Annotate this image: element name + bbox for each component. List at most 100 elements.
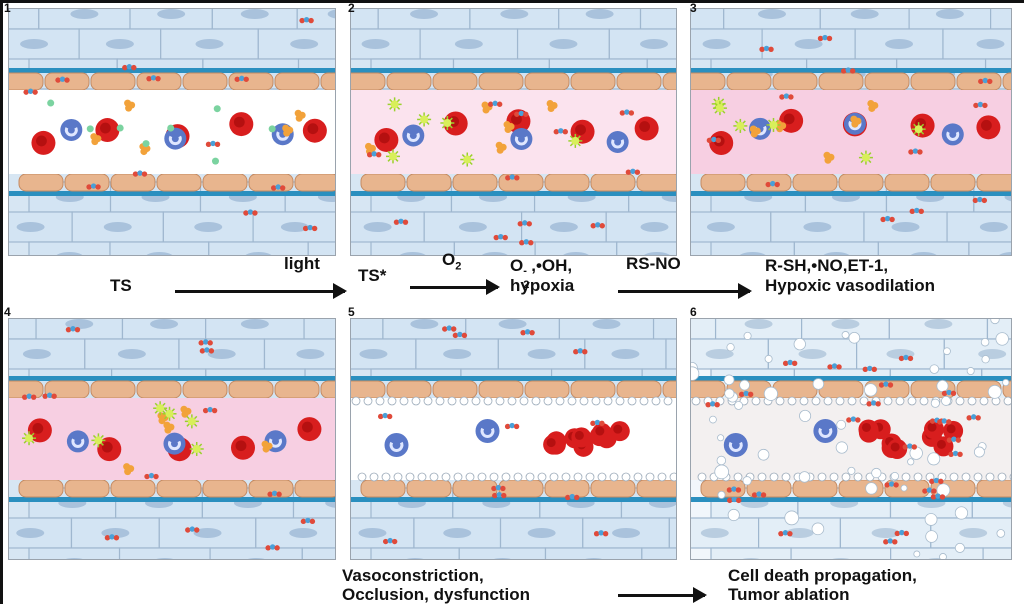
molecule-o (714, 402, 719, 407)
damaged-cell-bubble (544, 397, 552, 405)
cell-nucleus (358, 528, 386, 538)
molecule-o (912, 444, 917, 449)
molecule-o (514, 112, 519, 117)
cell-nucleus (980, 222, 1008, 232)
photosensitizer-dot (143, 140, 150, 147)
tissue-cell (9, 9, 39, 29)
tissue-cell (351, 319, 383, 339)
molecule-n (203, 339, 208, 344)
damaged-cell-bubble (478, 473, 486, 481)
endothelial-cell-top (321, 73, 335, 90)
red-blood-cell-center (547, 438, 556, 447)
endothelial-cell-top (229, 381, 273, 398)
molecule-o (55, 77, 60, 82)
star-core (94, 436, 102, 444)
photosensitizer-dot (167, 125, 174, 132)
molecule-o (895, 531, 900, 536)
molecule-n (624, 109, 629, 114)
label-rsh-line1: R-SH,•NO,ET-1, (765, 256, 888, 276)
photosensitizer-star (440, 116, 454, 130)
endothelial-cell-bottom (295, 480, 335, 497)
molecule-o (917, 149, 922, 154)
photosensitizer-star (91, 433, 105, 447)
damaged-cell-bubble (908, 397, 916, 405)
cell-nucleus (549, 39, 577, 49)
molecule-n (270, 544, 275, 549)
molecule-o (23, 89, 28, 94)
endothelial-cell-bottom (19, 480, 63, 497)
label-o2-subscript: 2 (455, 260, 461, 272)
molecule-o (783, 361, 788, 366)
molecule-o (403, 219, 408, 224)
molecule-o (850, 68, 855, 73)
molecule-n (951, 437, 956, 442)
molecule-o (563, 129, 568, 134)
damaged-cell-bubble (848, 397, 856, 405)
endothelial-cell-top (571, 73, 615, 90)
cell-nucleus (499, 319, 527, 329)
molecule-o (155, 76, 160, 81)
label-ros-o: O (510, 256, 523, 275)
cell-nucleus (500, 9, 528, 19)
red-blood-cell-center (302, 422, 313, 433)
white-blood-cell (607, 131, 629, 153)
cell-nucleus (195, 39, 223, 49)
cell-nucleus (23, 349, 51, 359)
photosensitizer-dot (212, 158, 219, 165)
damaged-cell-bubble (920, 397, 928, 405)
molecule-o (855, 417, 860, 422)
molecule-n (784, 93, 789, 98)
tissue-cell (459, 548, 545, 559)
white-blood-cell (724, 433, 748, 457)
arrow-light (175, 290, 345, 293)
molecule-o (930, 418, 935, 423)
molecule-o (244, 77, 249, 82)
molecule-n (907, 443, 912, 448)
tissue-cell (302, 548, 335, 559)
basement-membrane-top (9, 68, 335, 73)
molecule-o (778, 531, 783, 536)
molecule-o (303, 226, 308, 231)
damaged-cell-bubble (538, 473, 546, 481)
molecule-o (908, 356, 913, 361)
red-blood-cell-center (595, 427, 604, 436)
molecule-o (462, 333, 467, 338)
ablated-cell-bubble (991, 319, 1000, 324)
cell-nucleus (241, 9, 269, 19)
damaged-cell-bubble (634, 473, 642, 481)
cell-nucleus (586, 9, 614, 19)
molecule-n (304, 17, 309, 22)
star-core (389, 152, 397, 160)
ablated-cell-bubble (1003, 379, 1009, 385)
ablated-cell-bubble (914, 551, 920, 557)
endothelial-cell-bottom (977, 174, 1011, 191)
damaged-cell-bubble (562, 473, 570, 481)
tissue-cell (9, 319, 36, 339)
label-rsh-line2: Hypoxic vasodilation (765, 276, 935, 296)
cell-nucleus (194, 222, 222, 232)
damaged-cell-bubble (980, 397, 988, 405)
molecule-n (70, 326, 75, 331)
molecule-o (252, 210, 257, 215)
cell-nucleus (758, 9, 786, 19)
damaged-cell-bubble (364, 397, 372, 405)
star-core (716, 104, 724, 112)
molecule-n (770, 181, 775, 186)
molecule-o (761, 492, 766, 497)
red-blood-cell-center (100, 123, 111, 134)
panel-number-1: 1 (4, 2, 11, 14)
molecule-o (973, 198, 978, 203)
photosensitizer-dot (214, 105, 221, 112)
ablated-cell-bubble (718, 435, 724, 441)
star-core (915, 125, 923, 133)
molecule-o (32, 89, 37, 94)
molecule-o (940, 494, 945, 499)
ablated-cell-bubble (728, 509, 739, 520)
molecule-o (451, 326, 456, 331)
damaged-cell-bubble (550, 473, 558, 481)
cell-nucleus (410, 9, 438, 19)
endothelial-cell-top (91, 73, 135, 90)
photosensitizer-star (190, 442, 204, 456)
ablated-cell-bubble (813, 379, 824, 390)
molecule-o (716, 138, 721, 143)
